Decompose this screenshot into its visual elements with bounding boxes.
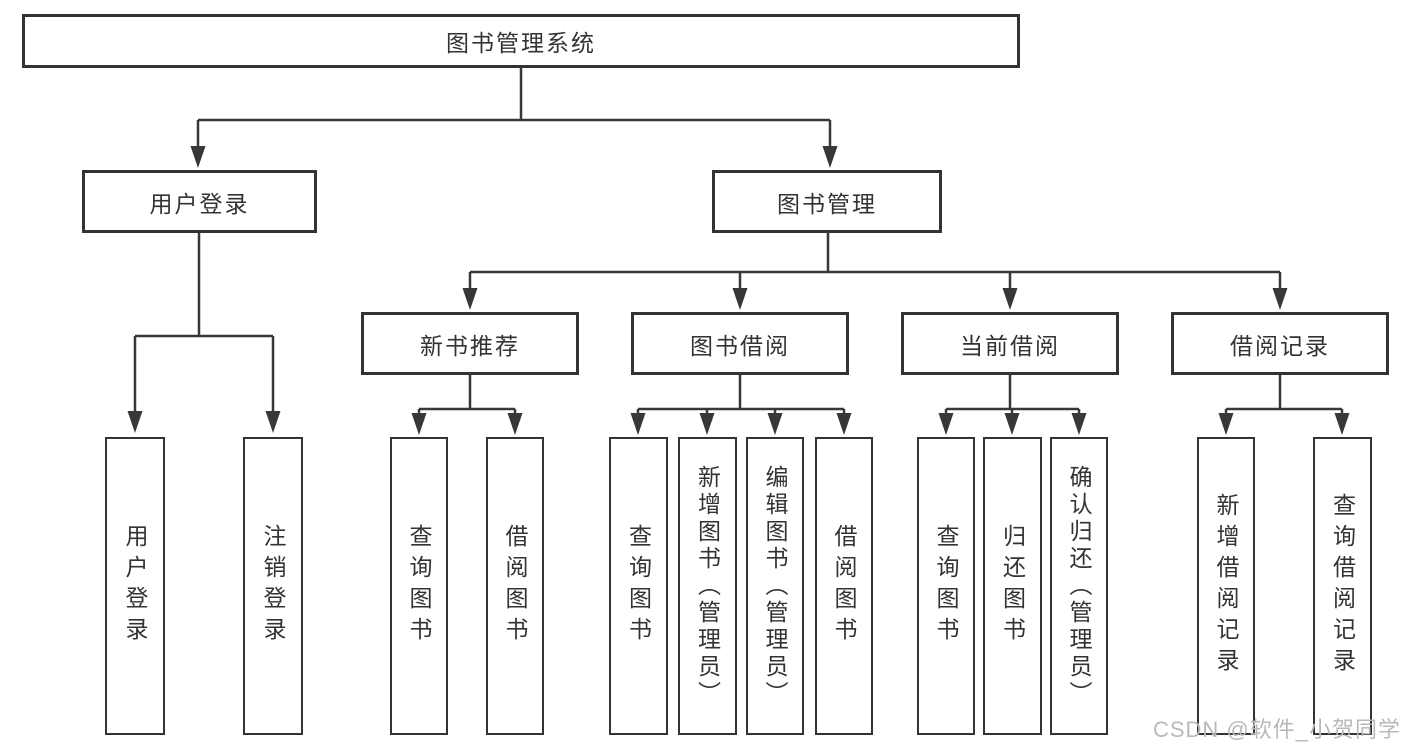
leaf-current-return-books: 归还图书	[983, 437, 1042, 735]
leaf-records-query-record: 查询借阅记录	[1313, 437, 1372, 735]
leaf-borrowing-borrow-books: 借阅图书	[815, 437, 873, 735]
leaf-borrowing-add-books-admin: 新增图书（管理员）	[678, 437, 737, 735]
csdn-watermark: CSDN @软件_小贺同学	[1152, 717, 1401, 742]
node-current-borrowing: 当前借阅	[901, 312, 1119, 375]
leaf-current-query-books: 查询图书	[917, 437, 975, 735]
leaf-user-login: 用户登录	[105, 437, 165, 735]
leaf-logout: 注销登录	[243, 437, 303, 735]
node-root-system: 图书管理系统	[22, 14, 1020, 68]
leaf-current-confirm-return-admin: 确认归还（管理员）	[1050, 437, 1108, 735]
leaf-recommend-borrow-books: 借阅图书	[486, 437, 544, 735]
leaf-records-add-record: 新增借阅记录	[1197, 437, 1255, 735]
leaf-borrowing-query-books: 查询图书	[609, 437, 668, 735]
node-user-login-branch: 用户登录	[82, 170, 317, 233]
node-borrowing-records: 借阅记录	[1171, 312, 1389, 375]
node-new-book-recommend: 新书推荐	[361, 312, 579, 375]
leaf-recommend-query-books: 查询图书	[390, 437, 448, 735]
node-book-borrowing: 图书借阅	[631, 312, 849, 375]
node-book-management-branch: 图书管理	[712, 170, 942, 233]
leaf-borrowing-edit-books-admin: 编辑图书（管理员）	[746, 437, 804, 735]
